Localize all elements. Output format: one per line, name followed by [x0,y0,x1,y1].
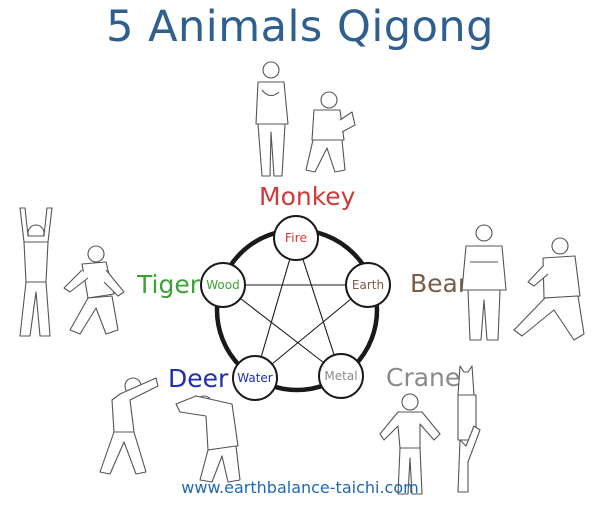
animal-label-bear: Bear [410,269,469,298]
element-label-water: Water [237,371,273,385]
star-lines [222,237,369,379]
crane-figure-bending [379,393,441,495]
node-earth: Earth [345,262,391,308]
node-fire: Fire [273,215,319,261]
tiger-figure-arms-raised [19,207,53,337]
element-label-metal: Metal [324,369,357,383]
node-metal: Metal [318,353,364,399]
tiger-figure-crouching [63,245,125,335]
monkey-figure-standing [255,61,289,177]
element-label-earth: Earth [352,278,384,292]
node-water: Water [232,355,278,401]
page-title: 5 Animals Qigong [106,2,494,52]
animal-label-tiger: Tiger [137,270,200,299]
animal-label-deer: Deer [168,364,229,393]
website-link[interactable]: www.earthbalance-taichi.com [181,478,419,497]
bear-figure-standing [461,224,507,341]
deer-figure-reaching [99,377,159,475]
crane-figure-arms-raised [457,365,481,493]
bear-figure-stepping [513,237,585,341]
monkey-figure-crouching [305,91,356,173]
element-label-wood: Wood [206,278,239,292]
node-wood: Wood [200,262,246,308]
animal-label-monkey: Monkey [259,182,356,211]
element-label-fire: Fire [285,230,308,245]
animal-label-crane: Crane [386,363,461,392]
deer-figure-bowing [175,395,241,483]
